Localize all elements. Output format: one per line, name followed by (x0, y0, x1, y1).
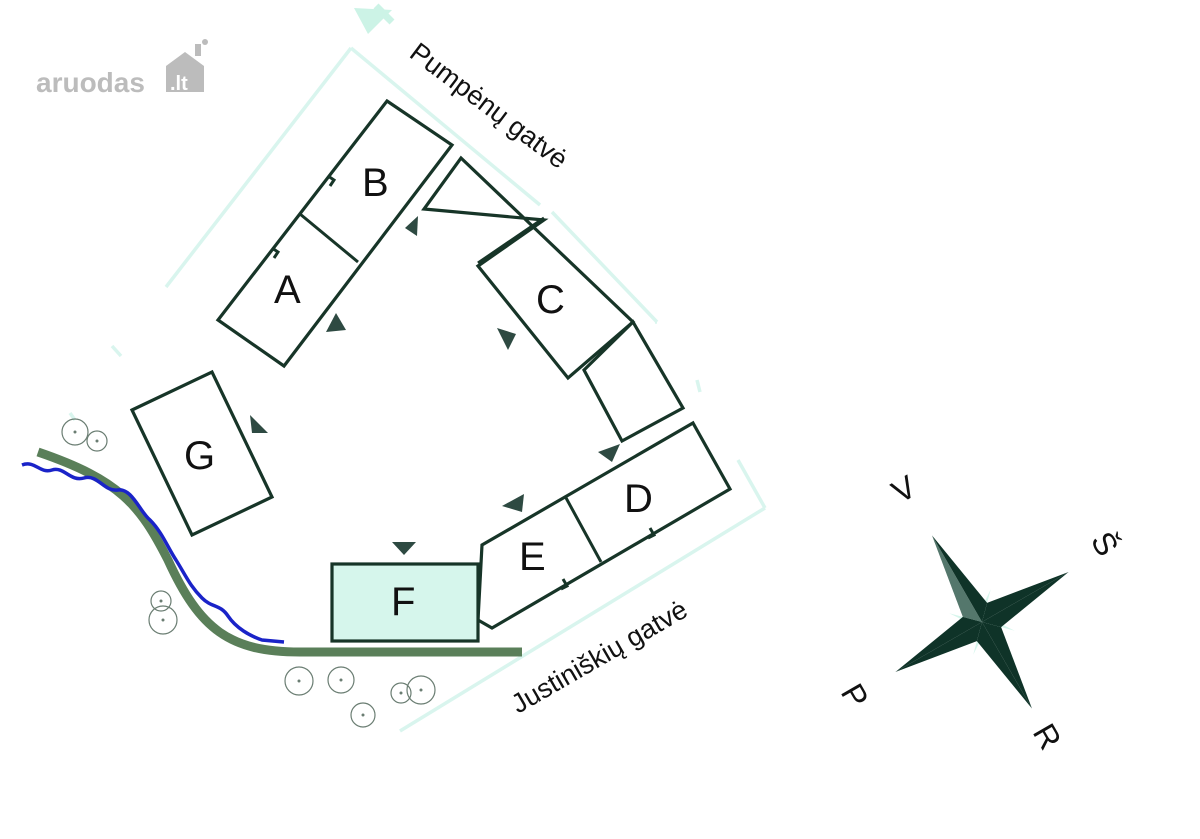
tree-icon (61, 418, 89, 446)
entrance-arrow-icon (250, 415, 268, 433)
entrance-markers (250, 216, 620, 555)
entrance-arrow-icon (326, 313, 346, 332)
compass-label-s: Š (1084, 526, 1126, 562)
building-de-block (476, 420, 733, 630)
entrance-arrow-icon (497, 328, 516, 350)
aruodas-logo: aruodas .lt (36, 39, 208, 98)
building-label-c: C (536, 278, 565, 322)
tree-icon (284, 666, 314, 696)
entrance-arrow-icon (502, 494, 524, 512)
building-g[interactable] (129, 369, 275, 538)
building-ab-block (215, 98, 455, 369)
building-c-block (421, 155, 686, 444)
building-label-e: E (519, 535, 546, 579)
logo-text: aruodas (36, 67, 145, 98)
street-label-south: Justiniškių gatvė (506, 594, 693, 719)
tree-icon (86, 430, 108, 452)
building-label-b: B (362, 161, 389, 205)
tree-icon (150, 590, 172, 612)
tree-icon (148, 605, 178, 635)
river (21, 462, 285, 644)
entrance-arrow-icon (392, 542, 416, 555)
building-label-g: G (184, 434, 215, 478)
tree-icon (390, 682, 412, 704)
trees (61, 418, 436, 728)
compass-label-v: V (886, 468, 923, 510)
compass-rose-icon (895, 535, 1069, 709)
building-f[interactable] (330, 562, 480, 643)
logo-house-icon (166, 39, 208, 92)
entrance-arrow-icon (405, 216, 418, 236)
logo-tld: .lt (170, 73, 188, 95)
tree-icon (327, 666, 355, 694)
compass-label-p: P (834, 678, 876, 714)
entrance-arrow-icon (598, 444, 620, 462)
building-label-a: A (274, 268, 301, 312)
access-arrow-icon (354, 3, 395, 34)
building-label-f: F (391, 580, 415, 624)
tree-icon (406, 675, 436, 705)
building-label-d: D (624, 477, 653, 521)
compass-label-r: R (1026, 718, 1069, 756)
tree-icon (350, 702, 376, 728)
footpath (36, 447, 522, 657)
